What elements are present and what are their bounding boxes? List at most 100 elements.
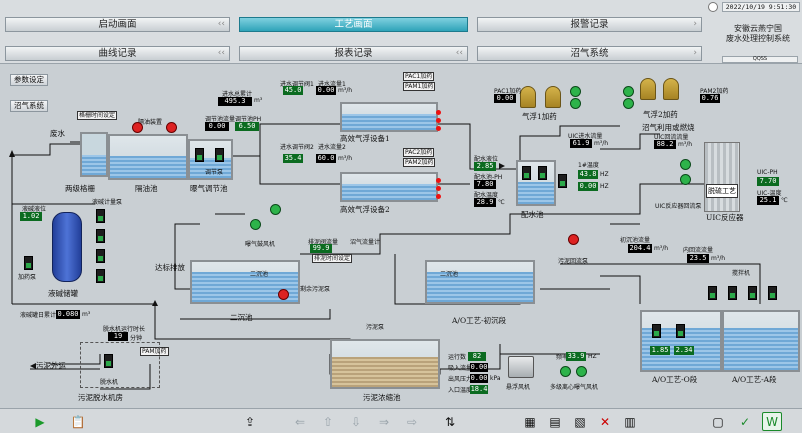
up-icon[interactable]: ⇩ xyxy=(350,414,362,429)
pool-temp-unit: ℃ xyxy=(498,199,505,206)
prev-icon[interactable]: ⇧ xyxy=(322,414,334,429)
pam1-hopper xyxy=(545,86,561,108)
uic-temp2-value: 25.1 xyxy=(757,196,779,205)
sludge-return-pump-1[interactable] xyxy=(278,289,289,300)
dewater-total-value: 0.080 xyxy=(56,310,80,319)
fan-press-label: 出风压力 xyxy=(448,376,473,383)
aer-fan-1[interactable] xyxy=(270,204,281,215)
air1-valve-value: 45.0 xyxy=(283,86,303,95)
pool-temp-label: 配水温度 xyxy=(474,192,499,199)
o-stir-1[interactable] xyxy=(652,324,661,338)
internal-pump-1[interactable] xyxy=(708,286,717,300)
air2-valve-label: 进水调节阀2 xyxy=(280,144,314,151)
pam1-dosing-tag[interactable]: PAM1加药 xyxy=(403,82,436,91)
uic-temp-unit: HZ xyxy=(600,171,609,178)
pac2-dosing-tag[interactable]: PAC2加药 xyxy=(403,148,435,157)
uic-temp-value: 43.8 xyxy=(578,170,598,179)
fan-press-unit: kPa xyxy=(490,375,501,382)
pac1-dosing-tag[interactable]: PAC1加药 xyxy=(403,72,435,81)
doc-icon[interactable]: ▥ xyxy=(624,414,636,429)
sec-pool-inner-label: 二沉池 xyxy=(250,271,269,278)
nav-startup[interactable]: 启动画面‹‹ xyxy=(5,17,230,32)
report-icon[interactable]: ▧ xyxy=(574,414,586,429)
alkali-meter-pump-3[interactable] xyxy=(96,249,105,263)
check-icon[interactable]: ✓ xyxy=(739,414,751,429)
system-title: 安徽云燕宁国废水处理控制系统 xyxy=(715,24,801,44)
internal-pump-2[interactable] xyxy=(728,286,737,300)
alkali-dose-pump[interactable] xyxy=(24,256,33,270)
alkali-meter-pump-1[interactable] xyxy=(96,209,105,223)
uic-return-pump-2[interactable] xyxy=(680,174,691,185)
internal-pump-3[interactable] xyxy=(748,286,757,300)
uic-return-pump-1[interactable] xyxy=(680,159,691,170)
next-icon[interactable]: ⇒ xyxy=(378,414,390,429)
air1-inflow-label: 进水流量1 xyxy=(318,81,346,88)
suspended-fan[interactable] xyxy=(508,356,534,378)
first-icon[interactable]: ⇐ xyxy=(294,414,306,429)
aer-adjust-label: 曝气调节池 xyxy=(190,184,228,193)
fan-temp-label: 入口温度 xyxy=(448,387,473,394)
export-icon[interactable]: ⇪ xyxy=(244,414,256,429)
air1-status-2 xyxy=(436,118,441,123)
uic-hz-unit: HZ xyxy=(600,183,609,190)
book-icon[interactable]: ▤ xyxy=(549,414,561,429)
alkali-meter-pump-4[interactable] xyxy=(96,269,105,283)
sludge-return-label: 剩余污泥泵 xyxy=(300,286,331,293)
last-icon[interactable]: ⇨ xyxy=(406,414,418,429)
uic-return-label: UIC反应器回流泵 xyxy=(655,203,702,210)
biogas-system-button[interactable]: 沼气系统 xyxy=(10,100,48,112)
pam2-dosing-tag[interactable]: PAM2加药 xyxy=(403,158,436,167)
adj-ph-label: 调节池PH xyxy=(235,116,262,123)
nav-alarm[interactable]: 报警记录› xyxy=(477,17,702,32)
pam-level-label: PAM2加药 xyxy=(700,88,729,95)
oil-device-motor-1[interactable] xyxy=(132,122,143,133)
air-float-2-label: 高效气浮设备2 xyxy=(340,205,390,214)
dosing-pool-pump-2[interactable] xyxy=(538,166,547,180)
params-button[interactable]: 参数设定 xyxy=(10,74,48,86)
sort-icon[interactable]: ⇅ xyxy=(444,414,456,429)
nav-process[interactable]: 工艺画面 xyxy=(239,17,468,32)
sludge-out-label: 污泥外运 xyxy=(36,361,66,370)
nav-biogas[interactable]: 沼气系统› xyxy=(477,46,702,61)
air2-inflow-value: 60.0 xyxy=(316,154,336,163)
wastewater-label: 废水 xyxy=(50,129,65,138)
adjust-pump-2[interactable] xyxy=(215,148,224,162)
multi-fan-1[interactable] xyxy=(560,366,571,377)
multi-fan-2[interactable] xyxy=(576,366,587,377)
pam-dosing-tag[interactable]: PAM加药 xyxy=(140,347,169,356)
pam1-pump[interactable] xyxy=(570,98,581,109)
dosing-pool-pump-1[interactable] xyxy=(522,166,531,180)
dewater-machine-label: 脱水机 xyxy=(100,379,119,386)
sludge-return-pump-2[interactable] xyxy=(568,234,579,245)
table-icon[interactable]: ▦ xyxy=(524,414,536,429)
alkali-meter-pump-2[interactable] xyxy=(96,229,105,243)
grid-time-button[interactable]: 格栅时间设定 xyxy=(77,111,118,120)
bottom-toolbar: ▶ 📋 ⇪ ⇐ ⇧ ⇩ ⇒ ⇨ ⇅ ▦ ▤ ▧ ✕ ▥ ▢ ✓ W xyxy=(0,408,802,433)
clipboard-icon[interactable]: 📋 xyxy=(70,414,86,429)
ao-flow-label: 初沉池流量 xyxy=(620,237,651,244)
close-icon[interactable]: ✕ xyxy=(599,414,611,429)
biogas-flow-label: UIC回流流量 xyxy=(654,134,689,141)
discharge-total-value: 99.9 xyxy=(310,244,332,253)
oil-device-motor-2[interactable] xyxy=(166,122,177,133)
nav-trend[interactable]: 曲线记录‹‹ xyxy=(5,46,230,61)
adj-flow-value: 0.00 xyxy=(205,122,229,131)
pac1-pump[interactable] xyxy=(570,86,581,97)
pac2-pump[interactable] xyxy=(623,86,634,97)
title-line2: 废水处理控制系统 xyxy=(726,34,790,43)
window-icon[interactable]: ▢ xyxy=(712,414,724,429)
play-icon[interactable]: ▶ xyxy=(35,414,45,429)
air2-inflow-unit: m³/h xyxy=(338,155,353,162)
nav-report[interactable]: 报表记录‹‹ xyxy=(239,46,468,61)
adjust-pump-label: 调节泵 xyxy=(205,169,224,176)
fan2-hz-label: 频率 xyxy=(556,354,569,361)
internal-pump-4[interactable] xyxy=(768,286,777,300)
o-stir-2[interactable] xyxy=(676,324,685,338)
dewater-machine[interactable] xyxy=(104,354,113,368)
uic-ph-label: UIC-PH xyxy=(757,169,778,176)
aer-fan-2[interactable] xyxy=(250,219,261,230)
uic-pump-1[interactable] xyxy=(558,174,567,188)
adjust-pump-1[interactable] xyxy=(195,148,204,162)
pam2-pump[interactable] xyxy=(623,98,634,109)
discharge-time-button[interactable]: 排泥时间设定 xyxy=(312,254,353,263)
